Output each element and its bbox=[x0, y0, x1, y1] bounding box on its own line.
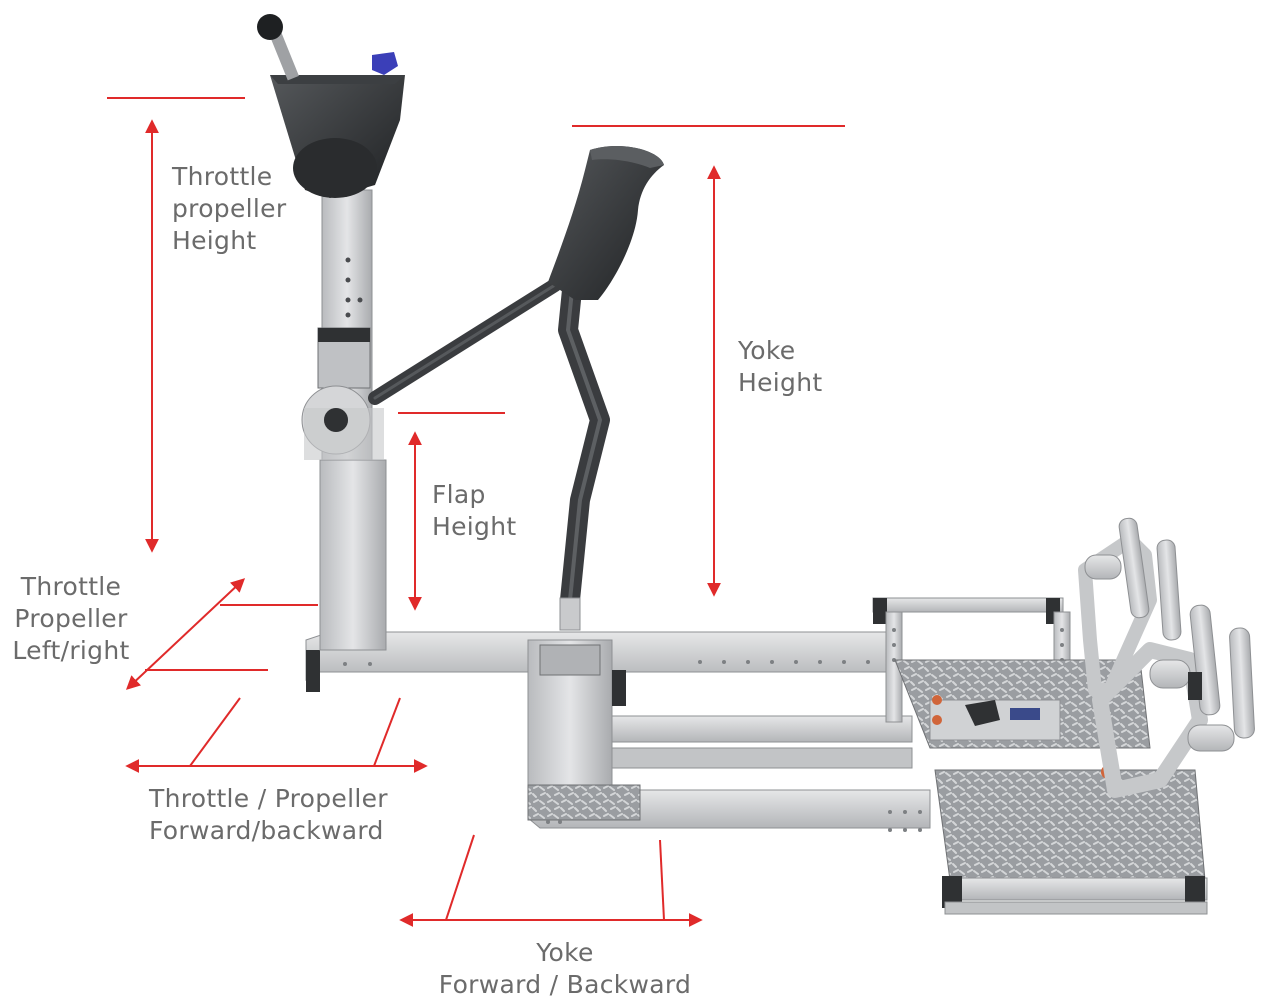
throttle-fb-label-line2: Forward/backward bbox=[149, 816, 384, 845]
yoke-fb-label: Yoke Forward / Backward bbox=[415, 937, 715, 998]
throttle-height-label-line2: propeller bbox=[172, 194, 287, 223]
throttle-lr-arrow bbox=[125, 578, 246, 690]
yoke-fb-label-line1: Yoke bbox=[536, 938, 594, 967]
throttle-fb-label-line1: Throttle / Propeller bbox=[149, 784, 388, 813]
dimension-lines bbox=[107, 97, 845, 927]
flap-height-label-line2: Height bbox=[432, 512, 517, 541]
throttle-height-label-line3: Height bbox=[172, 226, 257, 255]
throttle-lr-label-line1: Throttle bbox=[20, 572, 122, 601]
pedal-right bbox=[1092, 604, 1255, 798]
yoke-fb-label-line2: Forward / Backward bbox=[438, 970, 692, 998]
flap-height-label: Flap Height bbox=[432, 479, 516, 543]
throttle-lr-label-line3: Left/right bbox=[12, 636, 130, 665]
yoke-height-label-line2: Height bbox=[738, 368, 823, 397]
throttle-lr-label-line2: Propeller bbox=[14, 604, 128, 633]
throttle-fb-label: Throttle / Propeller Forward/backward bbox=[149, 783, 388, 847]
yoke-height-label-line1: Yoke bbox=[738, 336, 796, 365]
throttle-fb-ref-line-right bbox=[373, 697, 401, 767]
flap-height-label-line1: Flap bbox=[432, 480, 486, 509]
pedal-left bbox=[1078, 517, 1182, 697]
throttle-height-label-line1: Throttle bbox=[172, 162, 273, 191]
throttle-lr-label: Throttle Propeller Left/right bbox=[8, 571, 134, 667]
throttle-fb-ref-line-left bbox=[189, 697, 241, 767]
rig-frame bbox=[257, 14, 1255, 915]
yoke-height-label: Yoke Height bbox=[738, 335, 822, 399]
yoke-fb-ref-line-right bbox=[659, 839, 665, 921]
yoke-fb-ref-line-left bbox=[445, 834, 475, 921]
throttle-height-label: Throttle propeller Height bbox=[172, 161, 286, 257]
